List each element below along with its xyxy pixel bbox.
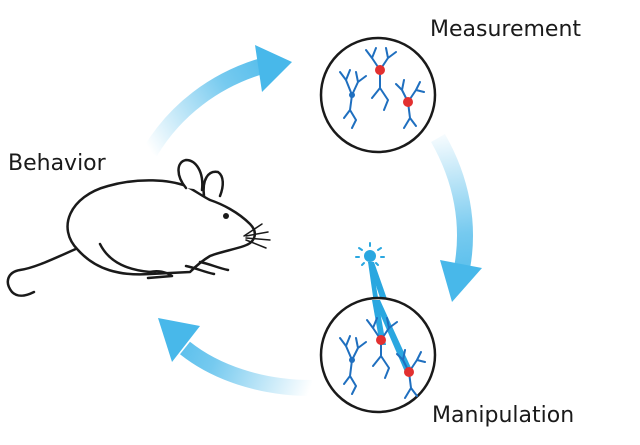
neuron-soma-blue <box>349 92 355 98</box>
arrow-measurement-to-manipulation <box>431 134 482 302</box>
neuron-soma-red <box>375 65 385 75</box>
mouse-icon <box>6 158 271 297</box>
arrow-manipulation-to-behavior <box>158 318 313 396</box>
manipulation-circle <box>319 296 437 414</box>
neuron-soma-red <box>404 367 414 377</box>
neuron-soma-red <box>376 335 386 345</box>
manipulation-neurons <box>339 317 426 399</box>
neuron-soma-red <box>403 97 413 107</box>
label-behavior: Behavior <box>8 151 107 176</box>
label-measurement: Measurement <box>430 17 581 42</box>
measurement-circle <box>319 36 437 154</box>
arrow-behavior-to-measurement <box>143 45 292 157</box>
label-manipulation: Manipulation <box>432 403 574 428</box>
measurement-neurons <box>339 47 425 129</box>
neuron-soma-blue <box>349 357 355 363</box>
